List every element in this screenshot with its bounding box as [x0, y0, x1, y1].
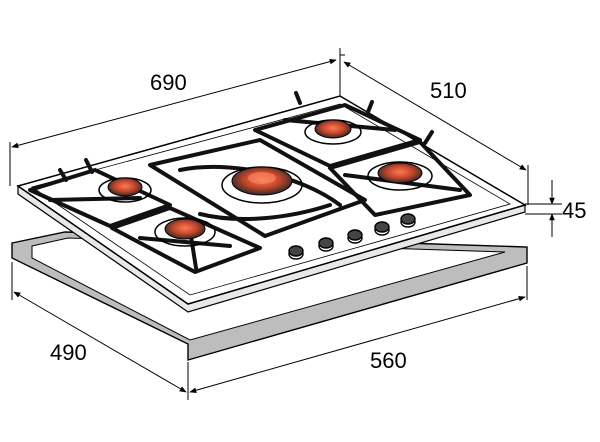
dim-label-cutout-depth: 490: [50, 340, 87, 365]
knob-3: [347, 229, 363, 244]
dim-label-height: 45: [562, 198, 586, 223]
dim-label-top-width: 690: [150, 70, 187, 95]
dimension-lines: [9, 48, 562, 400]
knob-5: [400, 213, 416, 228]
control-knobs: [288, 213, 416, 260]
dim-label-top-depth: 510: [430, 78, 467, 103]
knob-1: [288, 245, 304, 260]
burner-centre-wok: [221, 166, 303, 204]
burner-rear-left: [98, 177, 152, 203]
knob-4: [374, 221, 390, 236]
knob-2: [318, 237, 334, 252]
burner-front-left: [154, 217, 216, 247]
dim-label-cutout-width: 560: [370, 348, 407, 373]
